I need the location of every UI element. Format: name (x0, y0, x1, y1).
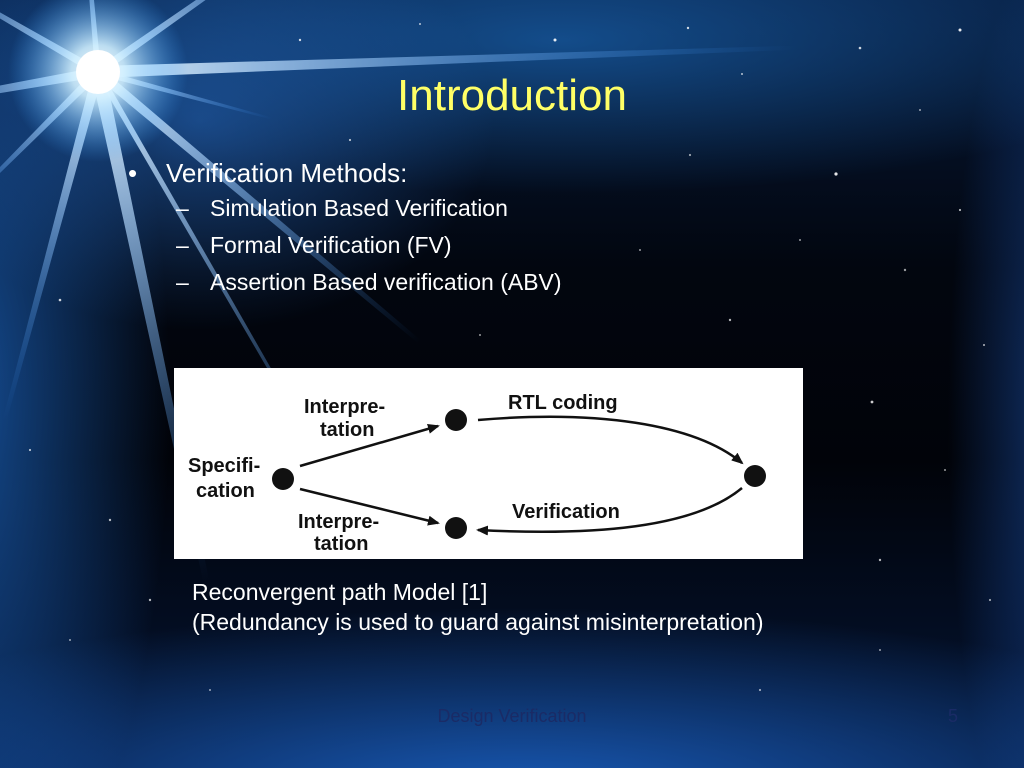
bullet-marker: • (128, 158, 138, 188)
footer-title: Design Verification (437, 706, 587, 726)
diagram-caption: Reconvergent path Model [1] (Redundancy … (192, 577, 764, 637)
sub-bullet-text: Simulation Based Verification (210, 195, 508, 221)
caption-line-1: Reconvergent path Model [1] (192, 579, 488, 605)
sub-bullet-item: – Formal Verification (FV) (128, 227, 562, 264)
interp-bottom-label-line1: Interpre- (298, 511, 379, 533)
slide-number: 5 (948, 706, 959, 726)
slide-title: Introduction (397, 71, 627, 120)
sub-bullet-text: Assertion Based verification (ABV) (210, 269, 562, 295)
spec-node (272, 468, 294, 490)
spec-label-line1: Specifi- (188, 455, 260, 477)
bullet-list: • Verification Methods: – Simulation Bas… (128, 156, 562, 301)
reconvergent-path-diagram: Specifi- cation Interpre- tation Interpr… (174, 368, 803, 559)
edge-spec-to-interp-bottom (299, 487, 440, 526)
interp-top-node (445, 409, 467, 431)
bullet-text: Verification Methods: (166, 158, 408, 188)
sub-bullet-text: Formal Verification (FV) (210, 232, 452, 258)
spec-label-line2: cation (196, 480, 255, 502)
bullet-item: • Verification Methods: (128, 156, 562, 190)
edge-spec-to-interp-top (299, 423, 440, 468)
rtl-coding-label: RTL coding (508, 392, 618, 414)
verification-label: Verification (512, 501, 620, 523)
edge-verification (476, 487, 743, 536)
interp-bottom-label-line2: tation (314, 533, 368, 555)
edge-rtl-coding (477, 415, 744, 465)
sub-bullet-marker: – (176, 269, 189, 295)
caption-line-2: (Redundancy is used to guard against mis… (192, 609, 764, 635)
sub-bullet-marker: – (176, 195, 189, 221)
interp-top-label-line1: Interpre- (304, 396, 385, 418)
diagram-graphic: Specifi- cation Interpre- tation Interpr… (188, 392, 766, 555)
merge-node (744, 465, 766, 487)
interp-top-label-line2: tation (320, 419, 374, 441)
sub-bullet-marker: – (176, 232, 189, 258)
sub-bullet-item: – Assertion Based verification (ABV) (128, 264, 562, 301)
interp-bottom-node (445, 517, 467, 539)
sub-bullet-item: – Simulation Based Verification (128, 190, 562, 227)
